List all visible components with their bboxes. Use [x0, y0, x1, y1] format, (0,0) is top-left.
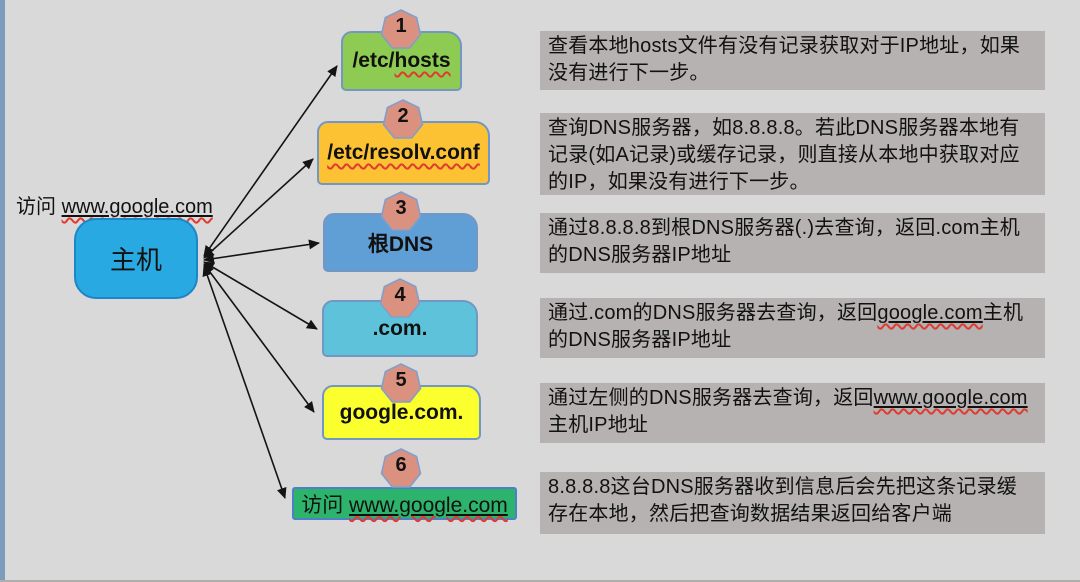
step-label: /etc/resolv.conf: [327, 141, 480, 164]
heptagon-icon: [380, 448, 422, 488]
badge-number: 1: [395, 15, 407, 37]
arrow-host-to-step3: [203, 239, 320, 264]
step-badge-4: 4: [379, 278, 421, 318]
desc-block-5: 通过左侧的DNS服务器去查询，返回www.google.com主机IP地址: [540, 383, 1045, 443]
step-badge-5: 5: [380, 363, 422, 403]
desc-block-6: 8.8.8.8这台DNS服务器收到信息后会先把这条记录缓存在本地，然后把查询数据…: [540, 472, 1045, 534]
step-box-etc-hosts: /etc/hosts: [341, 31, 462, 91]
heptagon-icon: [380, 363, 422, 403]
heptagon-icon: [380, 9, 422, 49]
heptagon-icon: [379, 278, 421, 318]
badge-number: 2: [397, 105, 409, 127]
left-edge-strip: [0, 0, 5, 580]
host-label: 主机: [109, 245, 162, 275]
desc-block-4: 通过.com的DNS服务器去查询，返回google.com主机的DNS服务器IP…: [540, 298, 1045, 358]
heptagon-icon: [380, 191, 422, 231]
arrow-host-to-step6: [202, 265, 287, 499]
arrow-host-to-step4: [203, 261, 318, 330]
badge-number: 3: [395, 197, 407, 219]
badge-number: 5: [395, 369, 407, 391]
step-label: google.com.: [339, 400, 464, 424]
step-badge-2: 2: [382, 99, 424, 139]
step-badge-6: 6: [380, 448, 422, 488]
heptagon-icon: [382, 99, 424, 139]
step-label: /etc/hosts: [352, 49, 451, 72]
step-label: 访问 www.google.com: [301, 493, 508, 517]
step-label: 根DNS: [367, 232, 434, 256]
step-badge-1: 1: [380, 9, 422, 49]
host-box: 主机: [74, 218, 198, 299]
desc-block-2: 查询DNS服务器，如8.8.8.8。若此DNS服务器本地有记录(如A记录)或缓存…: [540, 113, 1045, 195]
arrow-host-to-step5: [203, 263, 315, 413]
step-badge-3: 3: [380, 191, 422, 231]
badge-number: 4: [394, 284, 406, 306]
arrow-host-to-step2: [203, 158, 314, 259]
desc-block-1: 查看本地hosts文件有没有记录获取对于IP地址，如果没有进行下一步。: [540, 31, 1045, 90]
step-box-visit-www-google-com: 访问 www.google.com: [292, 487, 517, 520]
badge-number: 6: [395, 454, 407, 476]
visit-url-label: 访问 www.google.com: [16, 196, 213, 218]
step-label: .com.: [372, 316, 428, 340]
desc-block-3: 通过8.8.8.8到根DNS服务器(.)去查询，返回.com主机的DNS服务器I…: [540, 213, 1045, 273]
